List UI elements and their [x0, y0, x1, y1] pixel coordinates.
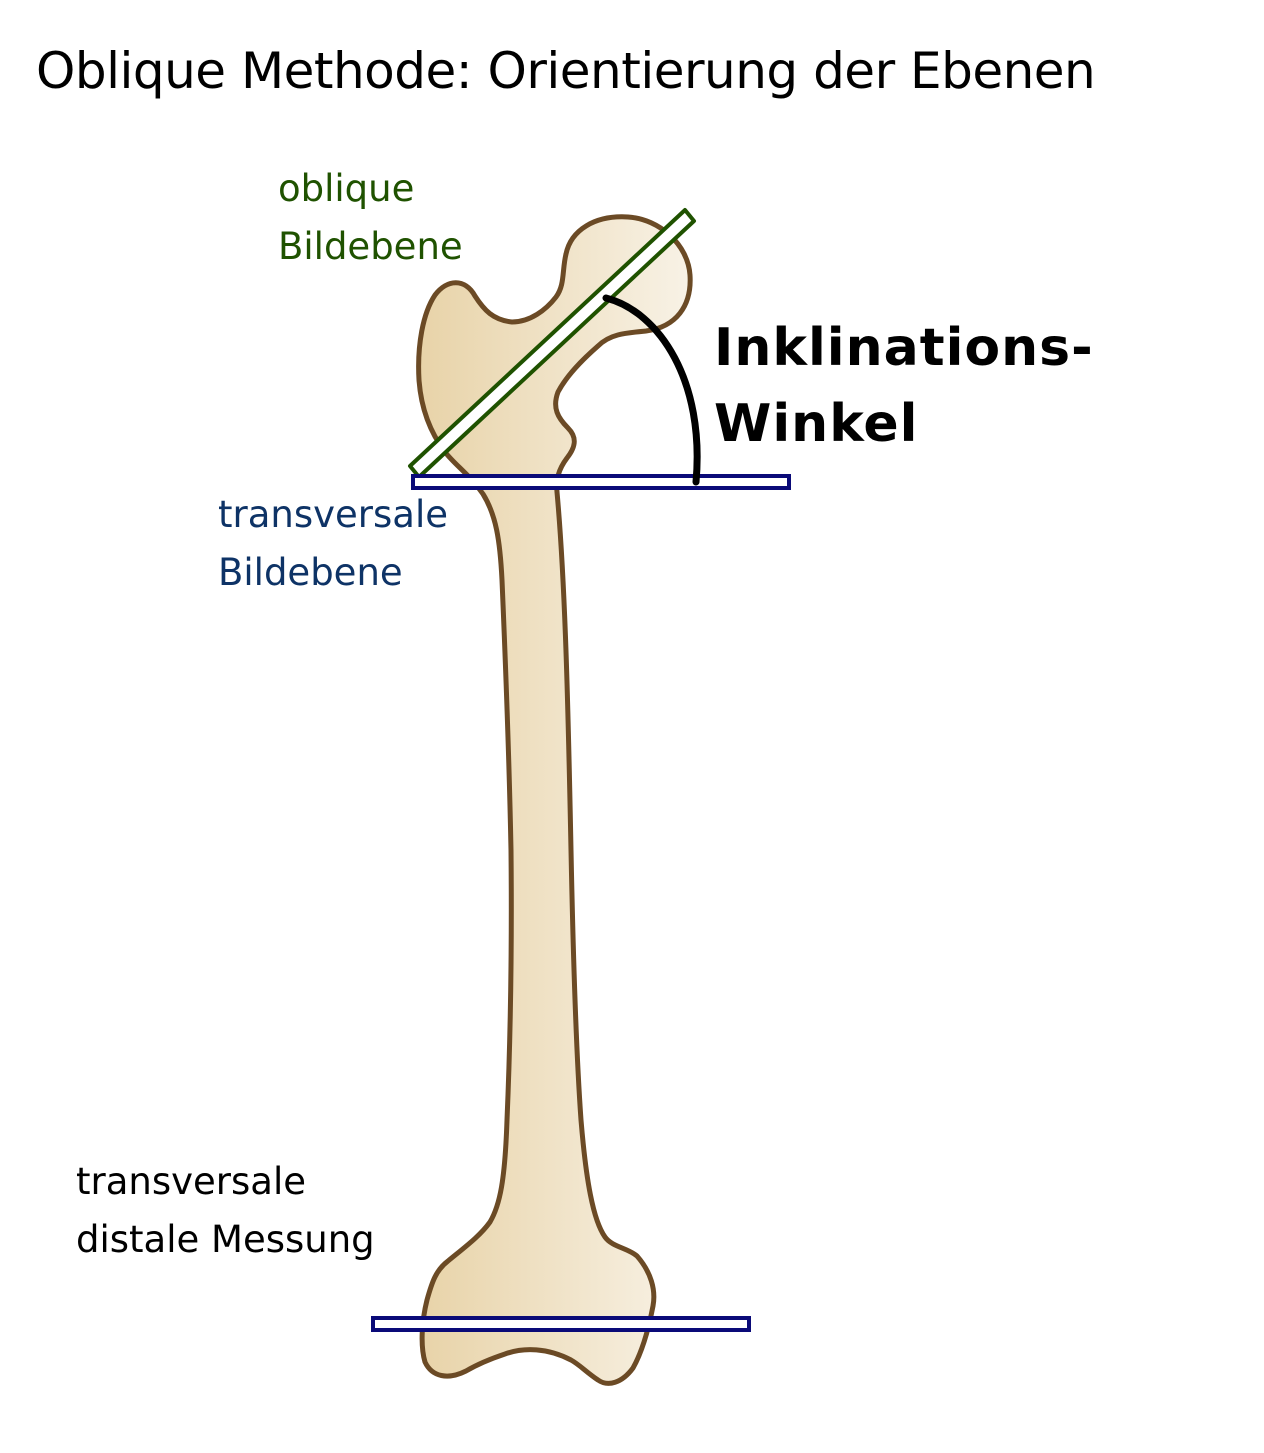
- transversal-plane: [411, 474, 791, 490]
- distal-transversal-plane: [371, 1316, 751, 1332]
- angle-arc: [602, 294, 701, 486]
- oblique-label-line1: oblique: [278, 167, 415, 210]
- transversal-label-line2: Bildebene: [218, 551, 403, 594]
- transversal-label-line1: transversale: [218, 493, 448, 536]
- distal-label-line2: distale Messung: [76, 1218, 375, 1261]
- angle-label-line1: Inklinations-: [714, 318, 1094, 378]
- distal-label-line1: transversale: [76, 1160, 306, 1203]
- page-title: Oblique Methode: Orientierung der Ebenen: [36, 42, 1096, 100]
- oblique-label-line2: Bildebene: [278, 225, 463, 268]
- femur-bone-shape: [416, 214, 693, 1386]
- angle-label-line2: Winkel: [714, 394, 919, 454]
- oblique-plane: [408, 208, 696, 479]
